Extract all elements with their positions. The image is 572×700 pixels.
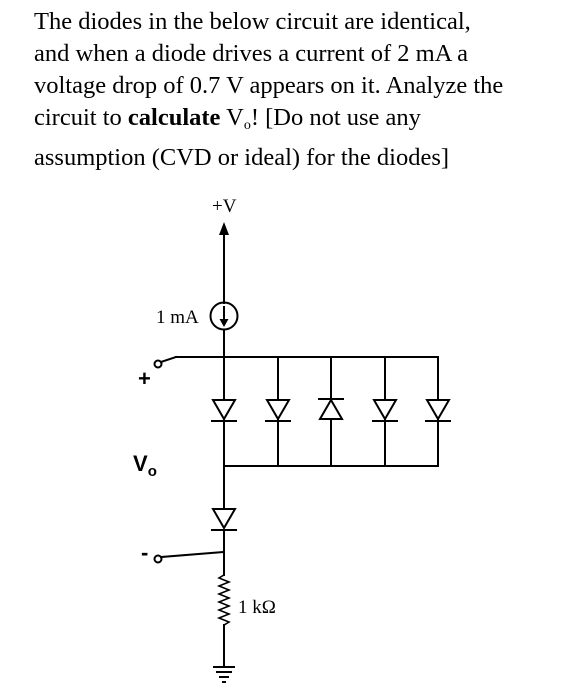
parallel-diode-1 <box>211 356 237 467</box>
resistor <box>216 551 232 668</box>
vo-symbol: V <box>220 104 244 131</box>
vo-label: Vo <box>133 451 157 480</box>
supply-label: +V <box>212 196 237 217</box>
current-source <box>209 301 239 331</box>
supply-arrow <box>219 222 229 304</box>
parallel-diode-4 <box>372 356 398 467</box>
current-source-label: 1 mA <box>156 307 199 328</box>
question-line-4-pre: circuit to <box>34 104 128 131</box>
question-line-4-post: ! [Do not use any <box>250 104 421 131</box>
vo-label-v: V <box>133 451 148 476</box>
vo-label-sub: o <box>148 463 157 480</box>
question-line-1: The diodes in the below circuit are iden… <box>34 8 471 35</box>
ground-symbol <box>213 666 235 683</box>
plus-label: + <box>138 366 151 391</box>
parallel-diode-2 <box>265 356 291 467</box>
minus-label: - <box>141 540 148 565</box>
vo-plus-terminal <box>153 355 178 369</box>
question-text: The diodes in the below circuit are iden… <box>34 6 554 174</box>
question-line-5: assumption (CVD or ideal) for the diodes… <box>34 144 450 171</box>
calculate-emphasis: calculate <box>127 104 221 131</box>
series-diode <box>211 465 237 553</box>
question-line-2: and when a diode drives a current of 2 m… <box>34 40 469 67</box>
resistor-label: 1 kΩ <box>238 597 276 618</box>
parallel-diode-3-reversed <box>318 356 344 467</box>
question-line-3: voltage drop of 0.7 V appears on it. Ana… <box>34 72 504 99</box>
vo-minus-terminal <box>153 550 226 564</box>
vo-subscript: o <box>243 118 251 133</box>
parallel-diode-5 <box>425 356 451 467</box>
